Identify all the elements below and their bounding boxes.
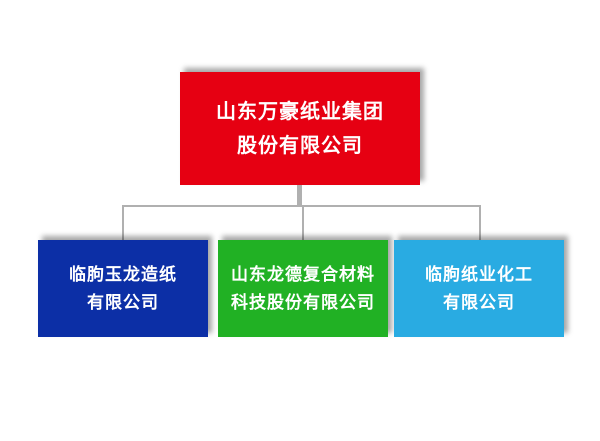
connector-drop-right [479,206,481,240]
org-node-subsidiary-3: 临朐纸业化工 有限公司 [394,240,564,337]
org-node-subsidiary-1-name-line2: 有限公司 [87,292,159,312]
org-node-subsidiary-1: 临朐玉龙造纸 有限公司 [38,240,208,337]
org-node-subsidiary-1-name-line1: 临朐玉龙造纸 [69,264,177,284]
org-node-parent-name-line1: 山东万豪纸业集团 [216,100,384,123]
connector-horizontal-bar [122,205,481,207]
org-node-subsidiary-2-name-line1: 山东龙德复合材料 [231,264,375,284]
org-node-subsidiary-3-name-line1: 临朐纸业化工 [425,264,533,284]
connector-parent-stub [297,185,302,206]
connector-drop-middle [302,206,304,240]
connector-drop-left [122,206,124,240]
org-node-parent-name-line2: 股份有限公司 [237,134,363,157]
org-node-parent: 山东万豪纸业集团 股份有限公司 [180,72,420,185]
org-node-subsidiary-2: 山东龙德复合材料 科技股份有限公司 [218,240,388,337]
org-node-subsidiary-3-name-line2: 有限公司 [443,292,515,312]
org-node-subsidiary-2-name-line2: 科技股份有限公司 [231,292,375,312]
